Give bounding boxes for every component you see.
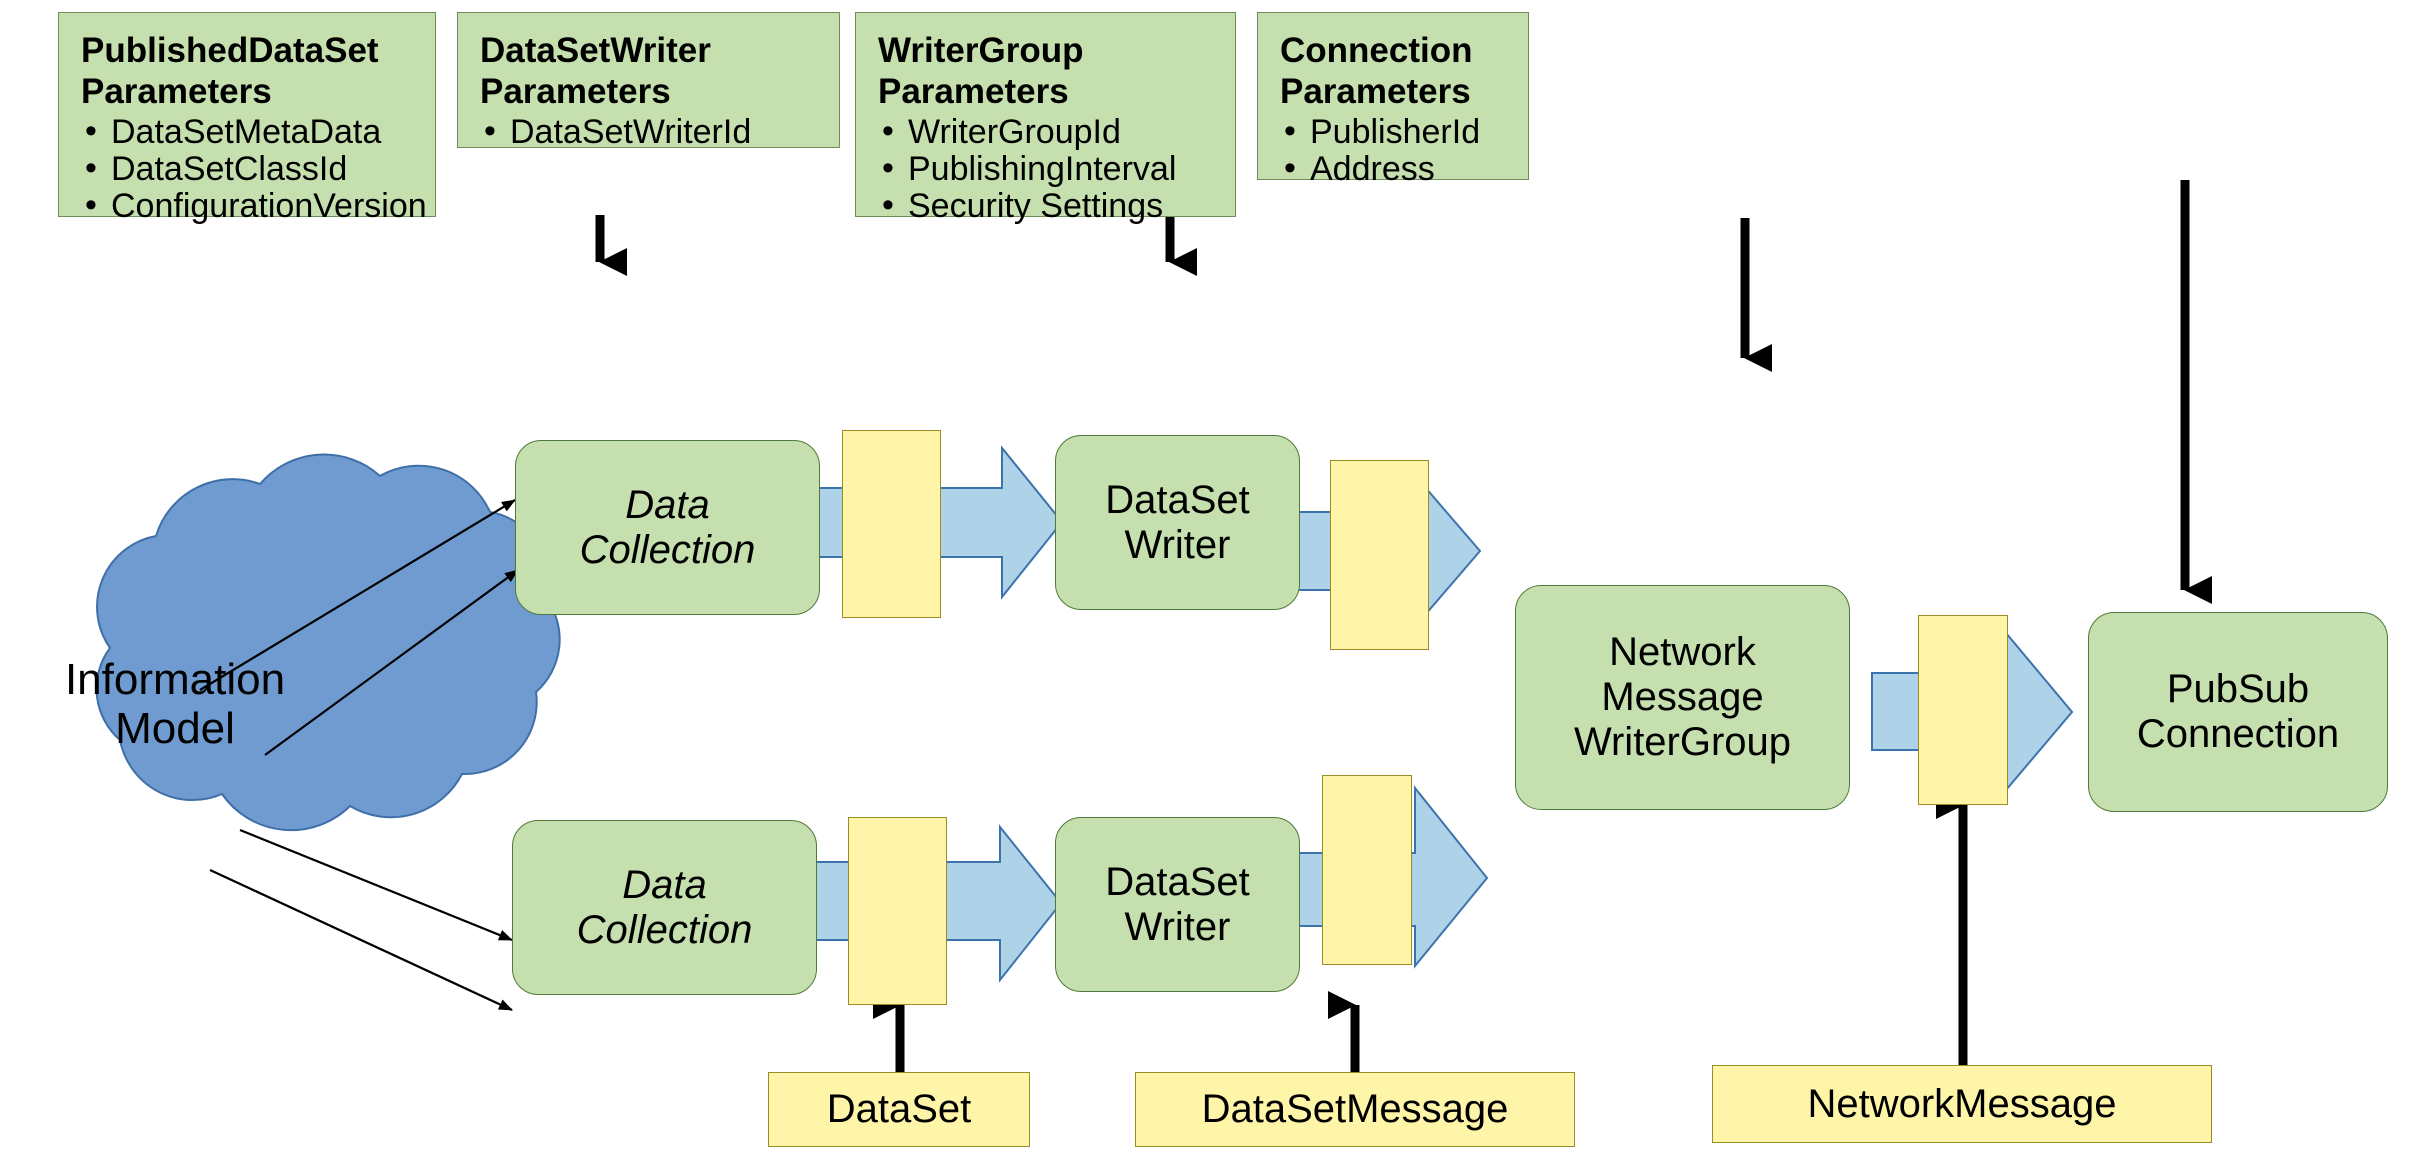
datasetwriter-parameters-title: DataSetWriter Parameters (480, 31, 711, 111)
published-dataset-parameters-box: PublishedDataSet Parameters DataSetMetaD… (58, 12, 436, 225)
dataset-rect-top (842, 430, 941, 618)
networkmessage-rect (1918, 615, 2008, 805)
param-item: PublishingInterval (878, 150, 1213, 188)
param-item: Address (1280, 150, 1506, 188)
networkmessage-legend-box: NetworkMessage (1712, 1065, 2212, 1143)
datasetmessage-rect-bottom (1322, 775, 1412, 965)
datasetmessage-legend-box: DataSetMessage (1135, 1072, 1575, 1147)
writergroup-parameters-box: WriterGroup Parameters WriterGroupId Pub… (855, 12, 1236, 225)
dataset-writer-top-box[interactable]: DataSet Writer (1055, 435, 1300, 610)
connection-parameters-list: PublisherId Address (1280, 113, 1506, 188)
published-dataset-parameters-title: PublishedDataSet Parameters (81, 31, 379, 111)
param-item: DataSetMetaData (81, 113, 413, 151)
network-message-writergroup-box[interactable]: Network Message WriterGroup (1515, 585, 1850, 810)
param-item: WriterGroupId (878, 113, 1213, 151)
param-item: DataSetClassId (81, 150, 413, 188)
connection-parameters-box: Connection Parameters PublisherId Addres… (1257, 12, 1529, 188)
pubsub-connection-box[interactable]: PubSub Connection (2088, 612, 2388, 812)
datasetwriter-parameters-list: DataSetWriterId (480, 113, 817, 151)
dataset-legend-box: DataSet (768, 1072, 1030, 1147)
information-model-cloud (95, 453, 561, 832)
published-dataset-parameters-list: DataSetMetaData DataSetClassId Configura… (81, 113, 427, 225)
param-item: DataSetWriterId (480, 113, 817, 151)
cloud-to-datacollection-connectors (199, 499, 519, 1011)
datasetwriter-parameters-box: DataSetWriter Parameters DataSetWriterId (457, 12, 840, 151)
param-item: Security Settings (878, 187, 1213, 225)
param-item: ConfigurationVersion (81, 187, 427, 225)
datasetmessage-rect-top (1330, 460, 1429, 650)
writergroup-parameters-title: WriterGroup Parameters (878, 31, 1084, 111)
information-model-label: Information Model (64, 655, 286, 754)
dataset-rect-bottom (848, 817, 947, 1005)
data-collection-bottom-box[interactable]: Data Collection (512, 820, 817, 995)
pipeline-flow-arrows (807, 445, 2074, 983)
param-item: PublisherId (1280, 113, 1506, 151)
connection-parameters-title: Connection Parameters (1280, 31, 1473, 111)
writergroup-parameters-list: WriterGroupId PublishingInterval Securit… (878, 113, 1213, 225)
dataset-writer-bottom-box[interactable]: DataSet Writer (1055, 817, 1300, 992)
data-collection-top-box[interactable]: Data Collection (515, 440, 820, 615)
